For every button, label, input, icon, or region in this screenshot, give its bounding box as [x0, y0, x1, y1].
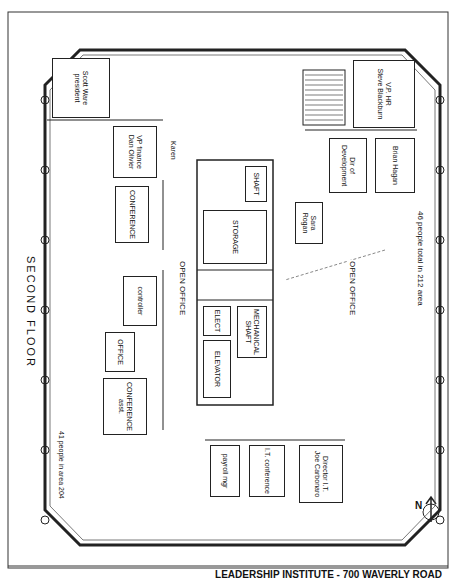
plan-label: N	[414, 500, 423, 511]
column	[436, 236, 444, 244]
room-box: Brian Hagan	[375, 138, 415, 193]
column	[436, 516, 444, 524]
room-box: Scott Warepresident	[52, 58, 110, 118]
plan-label: OPEN OFFICE	[178, 260, 187, 316]
room-box: SHAFT	[245, 166, 267, 202]
room-text: Sara Rogan	[301, 205, 317, 241]
room-box: CONFERENCE	[115, 186, 149, 243]
plan-label: SECOND FLOOR	[25, 255, 37, 369]
column	[436, 376, 444, 384]
room-box: ELECT	[203, 306, 231, 336]
column	[41, 96, 49, 104]
room-box: OFFICE	[105, 332, 135, 372]
room-text: Scott Ware	[81, 61, 89, 115]
room-text: CONFERENCE	[125, 381, 133, 432]
room-box: V.P. HRSteve Blackburn	[353, 60, 415, 128]
column	[41, 236, 49, 244]
column	[436, 446, 444, 454]
room-text: Director I.T.	[321, 448, 329, 500]
column	[436, 306, 444, 314]
plan-label: 41 people in area 204	[58, 430, 65, 500]
room-box: VP financeDan Olivier	[113, 126, 157, 178]
room-text: controller	[136, 279, 144, 323]
room-text: president	[73, 61, 81, 115]
room-text: asst.	[117, 381, 125, 432]
room-text: CONFERENCE	[128, 189, 136, 240]
room-text: STORAGE	[231, 213, 239, 261]
room-box: payroll mgr	[210, 445, 240, 497]
room-box: I.T. conference	[249, 445, 285, 497]
room-text: SHAFT	[252, 169, 260, 199]
column	[41, 166, 49, 174]
column	[436, 96, 444, 104]
room-text: Dan Olivier	[127, 129, 135, 175]
room-text: V.P. HR	[384, 63, 392, 125]
plan-label: OPEN OFFICE	[348, 260, 357, 316]
room-box: MECHANICAL SHAFT	[237, 306, 267, 358]
room-text: ELEVATOR	[213, 343, 221, 395]
room-text: Dir of Development	[340, 141, 356, 190]
room-box: ELEVATOR	[203, 340, 231, 398]
room-text: Joe Carbonaro	[313, 448, 321, 500]
room-text: VP finance	[135, 129, 143, 175]
room-text: ELECT	[213, 309, 221, 333]
room-box: Sara Rogan	[295, 202, 323, 244]
room-box: CONFERENCEasst.	[103, 378, 147, 435]
room-box: Director I.T.Joe Carbonaro	[299, 445, 343, 503]
column	[41, 376, 49, 384]
column	[41, 516, 49, 524]
room-box: Dir of Development	[329, 138, 367, 193]
room-text: I.T. conference	[263, 448, 271, 494]
plan-label: 46 people total in 212 area	[416, 210, 425, 307]
room-text: payroll mgr	[221, 448, 229, 494]
room-text: OFFICE	[116, 335, 124, 369]
title: LEADERSHIP INSTITUTE - 700 WAVERLY ROAD	[215, 569, 442, 580]
plan-label: Karen	[170, 140, 177, 161]
column	[41, 306, 49, 314]
column	[436, 166, 444, 174]
room-text: Steve Blackburn	[376, 63, 384, 125]
room-text: MECHANICAL SHAFT	[244, 309, 260, 355]
room-box: controller	[123, 276, 157, 326]
floor-plan: V.P. HRSteve BlackburnBrian Hagan Dir of …	[15, 20, 445, 560]
column	[41, 446, 49, 454]
room-box: STORAGE	[203, 210, 267, 264]
room-text: Brian Hagan	[391, 141, 399, 190]
